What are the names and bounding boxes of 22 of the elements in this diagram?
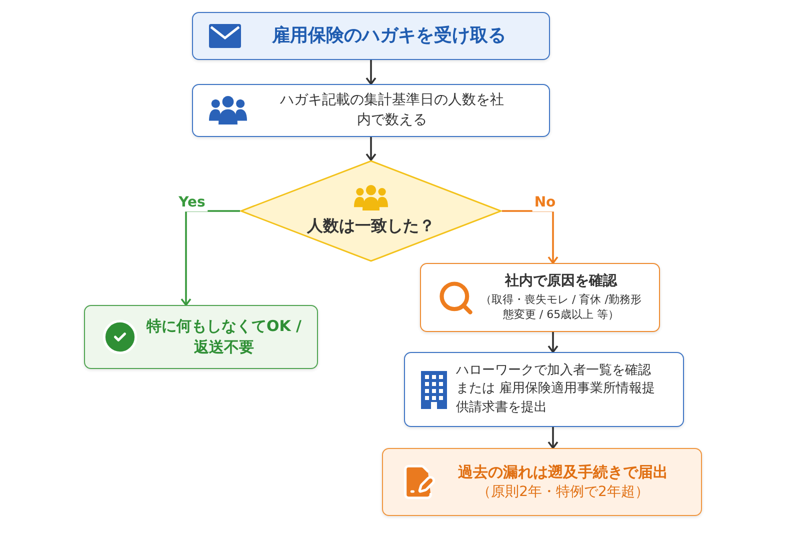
node-text: 社内で原因を確認 [505, 272, 617, 292]
result-box [382, 448, 702, 516]
decision-diamond [240, 160, 502, 262]
node-text: （原則2年・特例で2年超） [477, 482, 649, 502]
arrow [548, 332, 558, 353]
edge-label: No [532, 194, 558, 212]
node-text: ハローワークで加入者一覧を確認または 雇用保険適用事業所情報提供請求書を提出 [456, 362, 656, 417]
arrow [548, 427, 558, 449]
node-text: 特に何もしなくてOK /返送不要 [145, 316, 303, 358]
process-box [192, 84, 550, 137]
process-box [404, 352, 684, 427]
start-box [192, 12, 550, 60]
node-text: （取得・喪失モレ / 育休 /勤務形態変更 / 65歳以上 等） [480, 292, 642, 323]
node-text: ハガキ記載の集計基準日の人数を社内で数える [279, 90, 505, 130]
process-box [420, 263, 660, 332]
arrow [366, 137, 376, 161]
arrow [366, 60, 376, 85]
node-text: 雇用保険のハガキを受け取る [272, 24, 506, 48]
result-box [84, 305, 318, 369]
node-text: 人数は一致した？ [307, 214, 435, 237]
edge-label: Yes [176, 194, 208, 212]
node-text: 過去の漏れは遡及手続きで届出 [458, 462, 668, 483]
